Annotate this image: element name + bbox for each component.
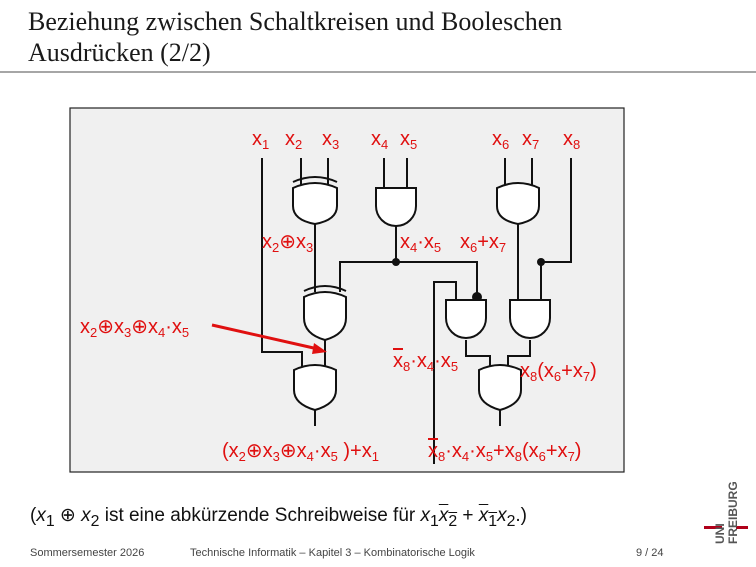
footer-semester: Sommersemester 2026 xyxy=(30,547,145,559)
label-out2: x8·x4·x5+x8(x6+x7) xyxy=(428,440,581,464)
and-gate-inv8 xyxy=(445,299,487,339)
note-text: ist eine abkürzende Schreibweise für xyxy=(99,505,421,526)
or-gate-out1 xyxy=(293,364,337,412)
slide-title: Beziehung zwischen Schaltkreisen und Boo… xyxy=(28,6,562,68)
note-prefix: (x1 ⊕ x2 xyxy=(30,505,100,530)
label-or67: x6+x7 xyxy=(460,231,506,255)
svg-text:FREIBURG: FREIBURG xyxy=(726,481,740,544)
xor-gate-1 xyxy=(292,182,338,226)
or-gate-out2 xyxy=(478,364,522,412)
label-xor23: x2⊕x3 xyxy=(262,231,313,255)
title-line-2: Ausdrücken (2/2) xyxy=(28,38,211,67)
label-xor2345: x2⊕x3⊕x4·x5 xyxy=(80,316,189,340)
gates xyxy=(292,176,551,412)
title-line-1: Beziehung zwischen Schaltkreisen und Boo… xyxy=(28,7,563,36)
red-arrow xyxy=(211,323,327,354)
footer-page: 9 / 24 xyxy=(636,547,664,559)
or-gate-1 xyxy=(496,182,540,226)
xor-note: (x1 ⊕ x2 ist eine abkürzende Schreibweis… xyxy=(30,504,527,531)
uni-freiburg-logo: UNI FREIBURG xyxy=(704,481,748,544)
expression-labels: x2⊕x3 x4·x5 x6+x7 x2⊕x3⊕x4·x5 x8·x4·x5 x… xyxy=(80,231,597,464)
title-rule xyxy=(0,71,756,73)
footer-course: Technische Informatik – Kapitel 3 – Komb… xyxy=(190,547,475,559)
label-and-not8: x8·x4·x5 xyxy=(393,350,458,374)
and-gate-1 xyxy=(375,187,417,227)
label-out1: (x2⊕x3⊕x4·x5 )+x1 xyxy=(222,440,379,464)
svg-text:UNI: UNI xyxy=(713,523,727,544)
xor-gate-2 xyxy=(303,291,347,342)
note-formula: x1x2 + x1x2.) xyxy=(420,505,528,530)
wires xyxy=(261,158,572,464)
and-gate-2 xyxy=(509,299,551,339)
